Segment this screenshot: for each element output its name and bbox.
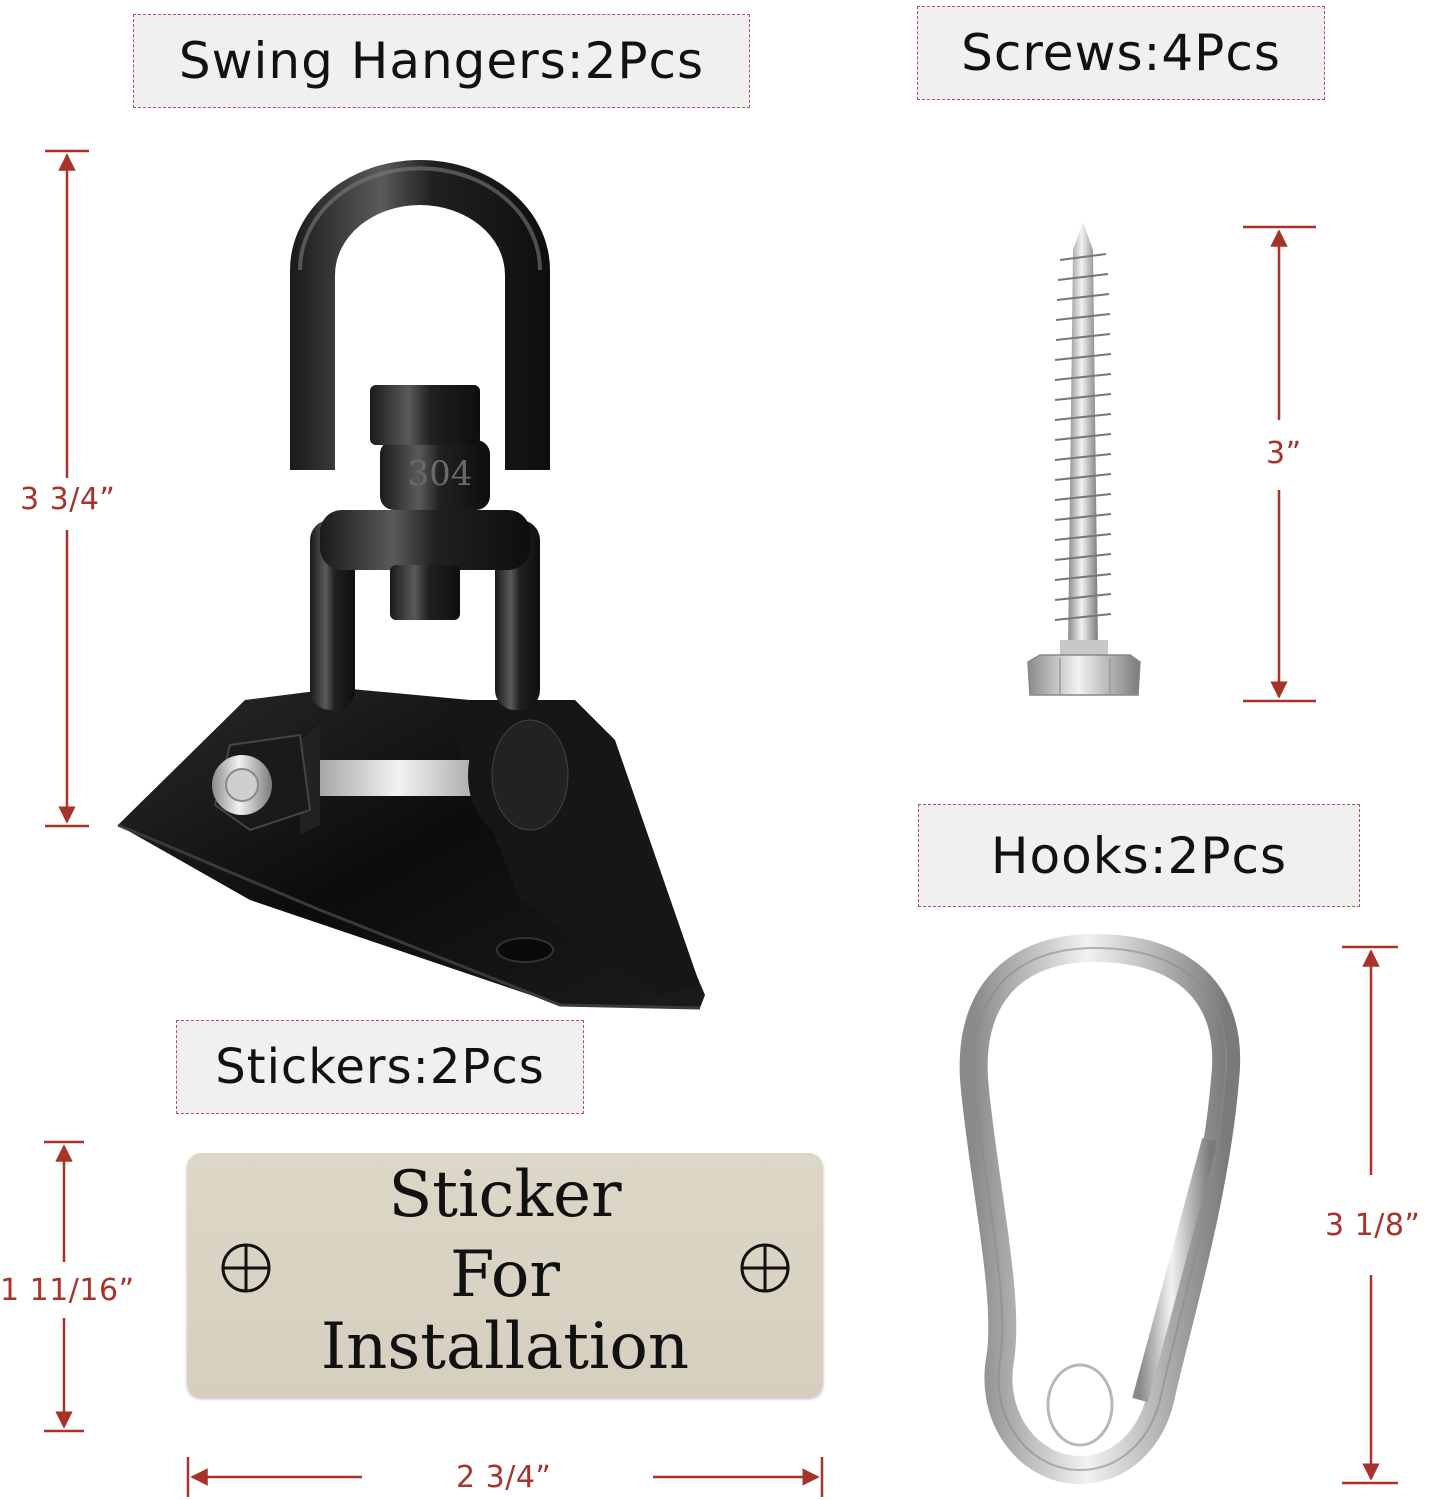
- swing-hangers-label-text: Swing Hangers:2Pcs: [178, 32, 705, 90]
- sticker-width-dimension: [186, 1457, 824, 1497]
- screws-label: Screws:4Pcs: [917, 6, 1325, 100]
- screws-label-text: Screws:4Pcs: [961, 24, 1281, 82]
- hook-length-dimension: [1342, 945, 1398, 1485]
- screw-hole-icon-left: [221, 1243, 271, 1293]
- hooks-label: Hooks:2Pcs: [918, 804, 1360, 907]
- sticker-line-2: For: [449, 1238, 561, 1312]
- sticker-image: Sticker For Installation: [187, 1153, 823, 1397]
- swing-hanger-image: 304: [117, 160, 705, 1010]
- sticker-height-dimension: [44, 1140, 84, 1433]
- hook-image: [959, 933, 1241, 1485]
- hanger-stamp-text: 304: [408, 454, 473, 494]
- sticker-line-3: Installation: [320, 1310, 690, 1384]
- swing-hangers-label: Swing Hangers:2Pcs: [133, 14, 750, 108]
- hook-length-text: 3 1/8”: [1325, 1208, 1421, 1243]
- screw-image: [1027, 222, 1141, 696]
- sticker-width-text: 2 3/4”: [456, 1460, 552, 1495]
- sticker-line-1: Sticker: [388, 1158, 622, 1232]
- screw-length-dimension: [1243, 225, 1316, 703]
- screw-hole-icon-right: [740, 1243, 790, 1293]
- sticker-height-text: 1 11/16”: [0, 1273, 135, 1308]
- stickers-label-text: Stickers:2Pcs: [215, 1039, 545, 1095]
- hooks-label-text: Hooks:2Pcs: [990, 826, 1288, 885]
- hanger-height-text: 3 3/4”: [20, 482, 116, 517]
- screw-length-text: 3”: [1266, 436, 1302, 471]
- stickers-label: Stickers:2Pcs: [176, 1020, 584, 1114]
- hanger-height-dimension: [45, 149, 89, 828]
